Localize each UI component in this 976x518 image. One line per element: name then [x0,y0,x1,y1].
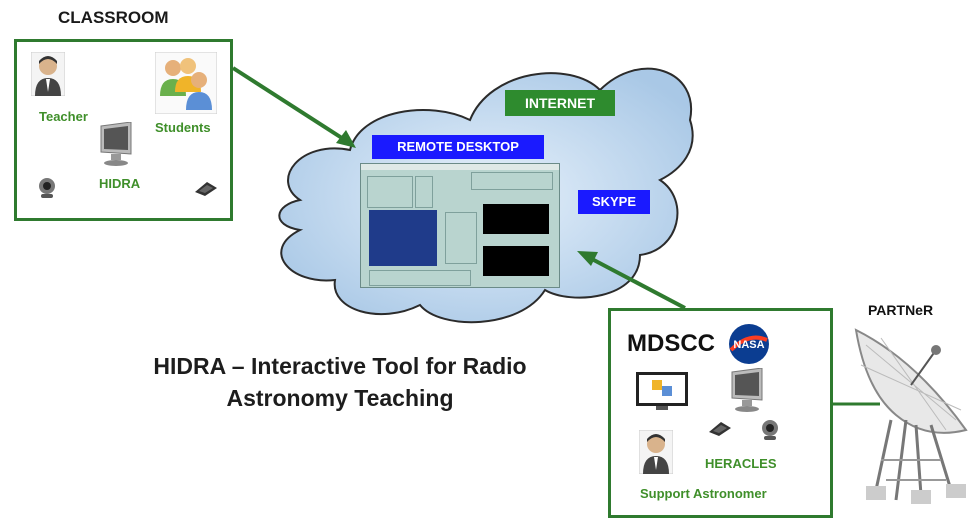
heracles-label: HERACLES [705,456,777,471]
classroom-arrow [231,66,347,142]
classroom-box: Teacher Students HIDRA [14,39,233,221]
nasa-logo-icon: NASA [729,324,769,364]
heracles-monitor-icon [731,368,763,412]
app-panel-top [471,172,553,190]
partner-title: PARTNeR [868,302,934,318]
students-label: Students [155,120,211,135]
internet-label: INTERNET [505,90,615,116]
teacher-label: Teacher [39,109,88,124]
app-title-bar [361,164,559,170]
nasa-label: NASA [733,339,764,351]
headline: HIDRA – Interactive Tool for Radio Astro… [130,350,550,414]
skype-label: SKYPE [578,190,650,214]
classroom-title: CLASSROOM [58,8,169,27]
mdscc-title: MDSCC [627,330,715,357]
headline-line-2: Astronomy Teaching [226,385,454,411]
app-plot-black-1 [483,204,549,234]
remote-desktop-label: REMOTE DESKTOP [372,135,544,159]
students-icon [155,52,217,114]
app-panel-bottom [369,270,471,286]
hidra-app-screenshot [360,163,560,288]
app-plot-blue [369,210,437,266]
support-astronomer-label: Support Astronomer [640,486,767,501]
mdscc-webcam-icon [762,420,778,440]
mdscc-speakerphone-icon [709,422,731,436]
webcam-icon [39,178,55,198]
teacher-icon [31,52,65,96]
speakerphone-icon [195,182,217,196]
mdscc-box [608,308,833,518]
app-panel-left [367,176,413,208]
monitor-icon [100,122,132,166]
headline-line-1: HIDRA – Interactive Tool for Radio [153,353,527,379]
app-controls [445,212,477,264]
display-monitor-icon [636,372,688,410]
hidra-label: HIDRA [99,176,141,191]
app-plot-black-2 [483,246,549,276]
app-panel-mid [415,176,433,208]
radio-antenna-icon [854,328,968,504]
support-astronomer-icon [639,430,673,474]
mdscc-arrow [589,256,686,310]
